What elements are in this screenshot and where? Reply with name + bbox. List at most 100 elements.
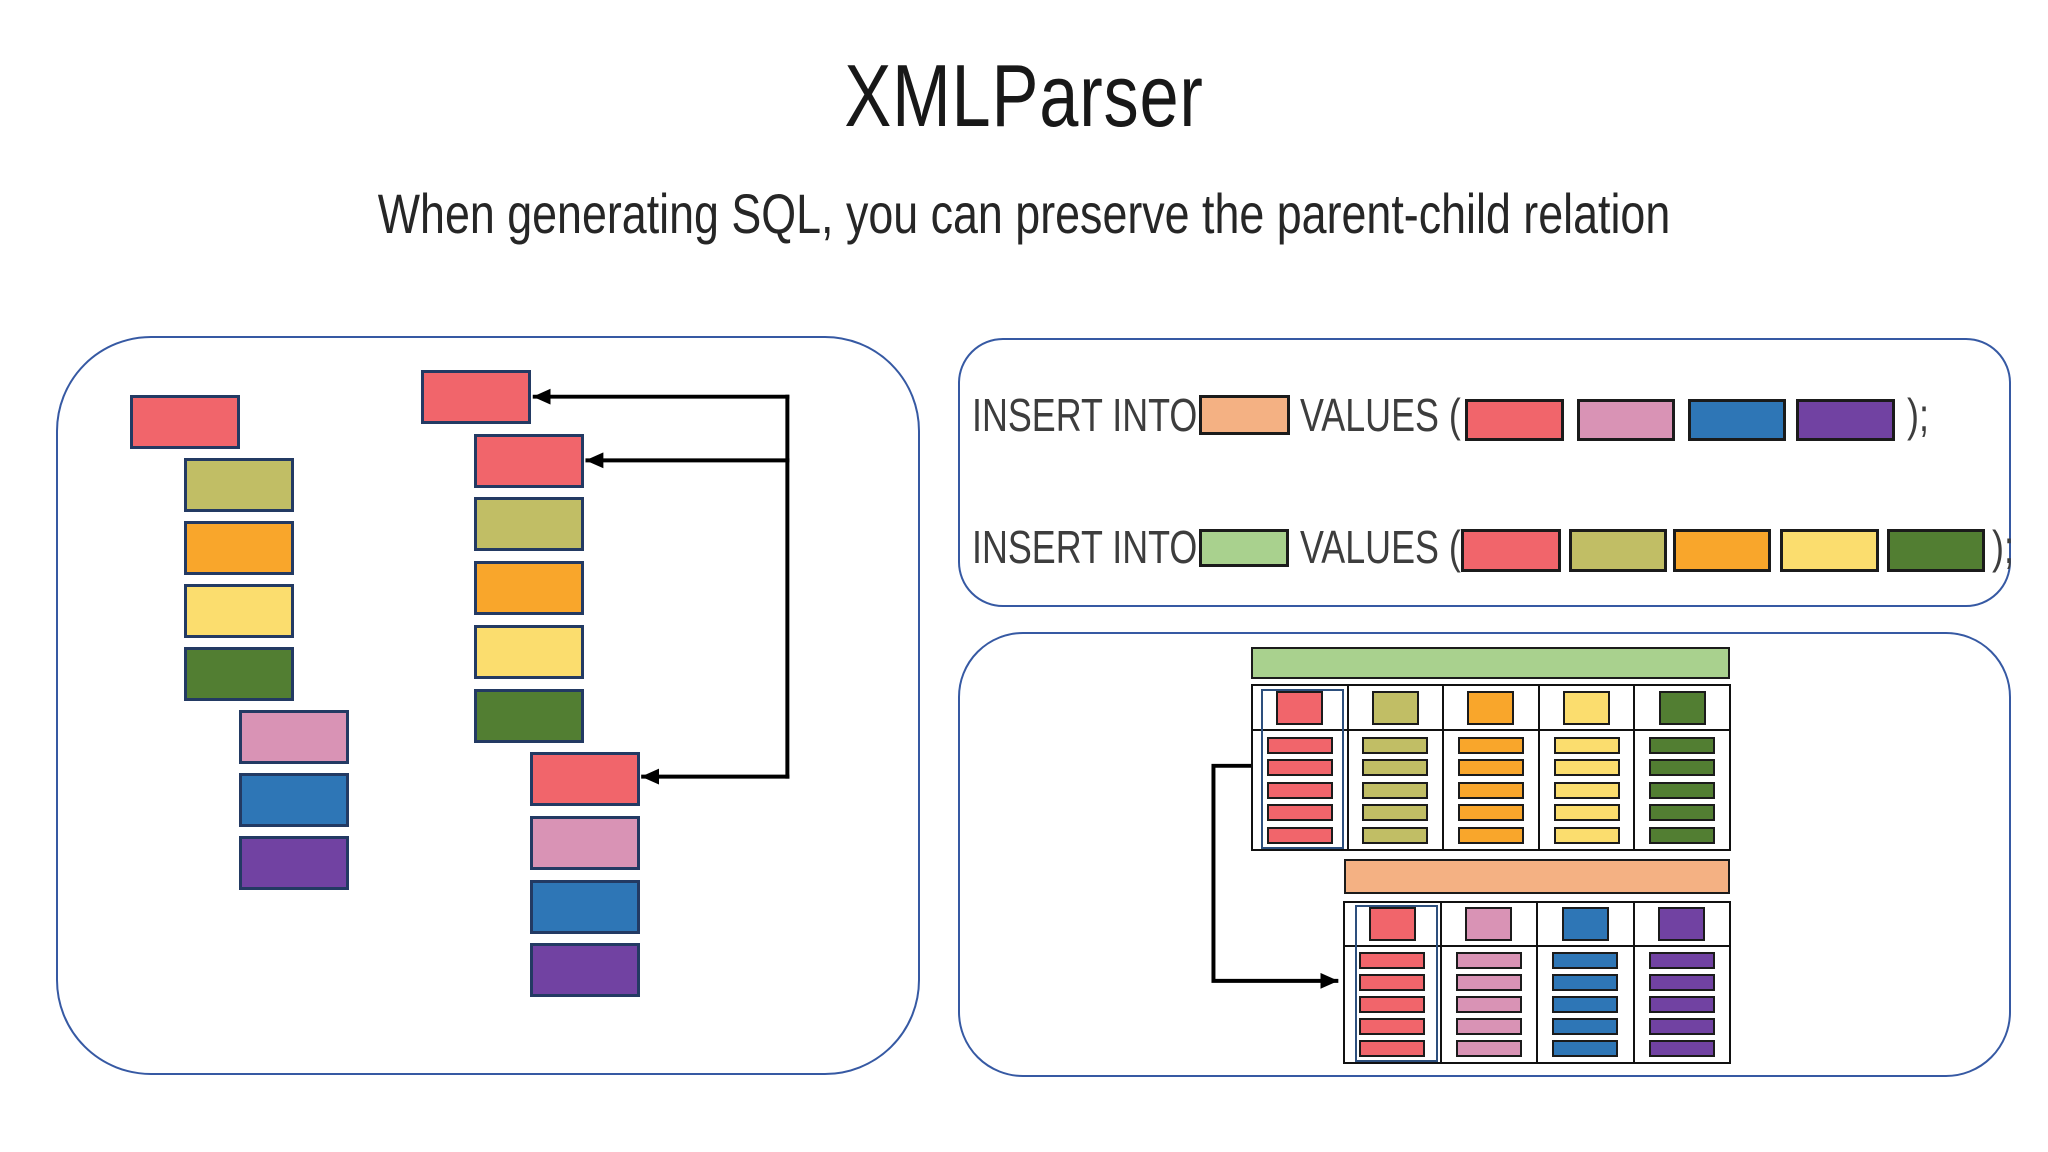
xml-node-orange <box>184 521 294 575</box>
column-body-cell <box>1349 731 1443 849</box>
value-box-red <box>1465 399 1564 441</box>
xml-node-red <box>530 752 640 806</box>
xml-node-yellow <box>474 625 584 679</box>
row-chip-pink <box>1455 1040 1522 1057</box>
row-chip-orange <box>1457 736 1524 754</box>
row-chip-yellow <box>1553 826 1620 844</box>
row-chip-olive <box>1362 736 1429 754</box>
row-chip-pink <box>1455 974 1522 991</box>
row-chip-orange <box>1457 781 1524 799</box>
row-chip-red <box>1359 952 1426 969</box>
row-chip-purple <box>1648 952 1715 969</box>
values-keyword: VALUES ( <box>1300 389 1461 441</box>
row-chip-olive <box>1362 826 1429 844</box>
row-chip-purple <box>1648 1040 1715 1057</box>
value-box-pink <box>1577 399 1675 441</box>
value-box-orange <box>1673 529 1771 572</box>
xml-node-green <box>184 647 294 701</box>
xml-node-blue <box>530 880 640 934</box>
row-chip-olive <box>1362 804 1429 821</box>
child-table-selected-column-highlight <box>1261 689 1344 849</box>
value-box-purple <box>1796 399 1895 441</box>
xml-node-pink <box>530 816 640 870</box>
row-chip-green <box>1649 759 1716 776</box>
xml-node-pink <box>239 710 349 764</box>
column-header-cell <box>1539 686 1634 731</box>
row-chip-green <box>1649 736 1716 754</box>
xml-node-yellow <box>184 584 294 638</box>
header-chip-yellow <box>1563 690 1611 725</box>
xml-tree-panel <box>56 336 920 1075</box>
row-chip-green <box>1649 781 1716 799</box>
row-chip-blue <box>1552 996 1619 1013</box>
values-keyword: VALUES ( <box>1300 521 1461 573</box>
statement-terminator: ); <box>1992 521 2014 573</box>
child-table-column-olive <box>1348 686 1445 849</box>
value-box-green <box>1887 529 1985 572</box>
value-box-olive <box>1569 529 1667 572</box>
row-chip-red <box>1359 974 1426 991</box>
row-chip-green <box>1649 826 1716 844</box>
row-chip-purple <box>1648 1018 1715 1035</box>
child-table-column-green <box>1635 686 1729 849</box>
row-chip-green <box>1649 804 1716 821</box>
row-chip-olive <box>1362 759 1429 776</box>
xml-node-blue <box>239 773 349 827</box>
parent-table-header-bar <box>1344 859 1730 894</box>
row-chip-red <box>1359 1040 1426 1057</box>
parent-table-column-pink <box>1441 903 1538 1062</box>
row-chip-pink <box>1455 952 1522 969</box>
row-chip-yellow <box>1553 781 1620 799</box>
row-chip-orange <box>1457 826 1524 844</box>
row-chip-blue <box>1552 1018 1619 1035</box>
child-table-column-orange <box>1444 686 1540 849</box>
statement-terminator: ); <box>1907 389 1929 441</box>
xml-node-red <box>421 370 531 424</box>
value-box-yellow <box>1780 529 1879 572</box>
row-chip-purple <box>1648 996 1715 1013</box>
column-header-cell <box>1444 686 1538 731</box>
column-header-cell <box>1538 903 1633 947</box>
column-header-cell <box>1634 903 1729 947</box>
row-chip-olive <box>1362 781 1429 799</box>
xml-node-green <box>474 689 584 743</box>
page-subtitle: When generating SQL, you can preserve th… <box>377 182 1671 245</box>
value-box-blue <box>1688 399 1786 441</box>
header-chip-orange <box>1467 690 1515 725</box>
header-chip-blue <box>1561 907 1609 941</box>
header-chip-pink <box>1465 907 1513 941</box>
page-title: XMLParser <box>844 46 1204 145</box>
child-table-column-yellow <box>1539 686 1636 849</box>
row-chip-yellow <box>1553 804 1620 821</box>
table-name-box-peach <box>1199 395 1290 435</box>
table-name-box-lightgreen <box>1199 529 1289 567</box>
row-chip-orange <box>1457 804 1524 821</box>
value-box-red <box>1461 529 1561 572</box>
parent-table <box>1343 901 1731 1064</box>
column-body-cell <box>1442 947 1537 1062</box>
column-body-cell <box>1635 731 1729 849</box>
column-header-cell <box>1635 686 1729 731</box>
row-chip-red <box>1359 996 1426 1013</box>
row-chip-yellow <box>1553 759 1620 776</box>
header-chip-green <box>1658 690 1706 725</box>
header-chip-olive <box>1371 690 1419 725</box>
column-header-cell <box>1345 903 1440 947</box>
xml-node-olive <box>474 497 584 551</box>
row-chip-pink <box>1455 996 1522 1013</box>
column-header-cell <box>1441 903 1536 947</box>
xml-node-red <box>474 434 584 488</box>
parent-table-column-purple <box>1634 903 1730 1062</box>
row-chip-yellow <box>1553 736 1620 754</box>
row-chip-blue <box>1552 952 1619 969</box>
xml-node-purple <box>239 836 349 890</box>
row-chip-blue <box>1552 1040 1619 1057</box>
column-header-cell <box>1348 686 1443 731</box>
result-tables-panel <box>958 632 2011 1077</box>
column-body-cell <box>1540 731 1634 849</box>
header-chip-purple <box>1658 907 1706 941</box>
column-body-cell <box>1635 947 1730 1062</box>
row-chip-red <box>1266 736 1333 754</box>
